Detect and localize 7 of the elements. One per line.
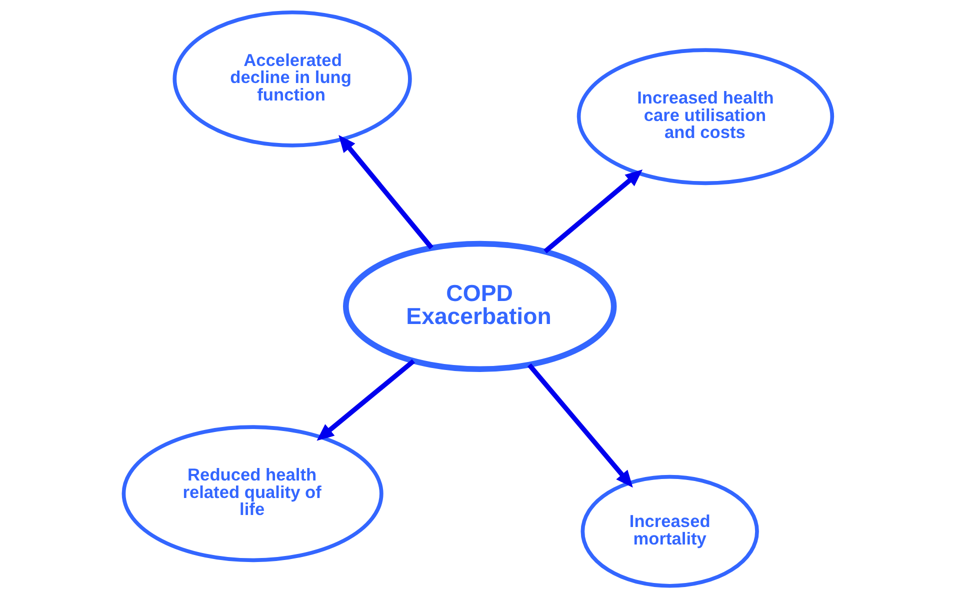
arrow xyxy=(527,363,633,488)
node-ellipse: COPD Exacerbation xyxy=(343,240,617,372)
arrow xyxy=(544,170,643,254)
arrow xyxy=(316,359,416,441)
arrow xyxy=(338,135,434,250)
node-ellipse: Increased mortality xyxy=(580,474,759,588)
node-ellipse: Accelerated decline in lung function xyxy=(172,10,412,148)
